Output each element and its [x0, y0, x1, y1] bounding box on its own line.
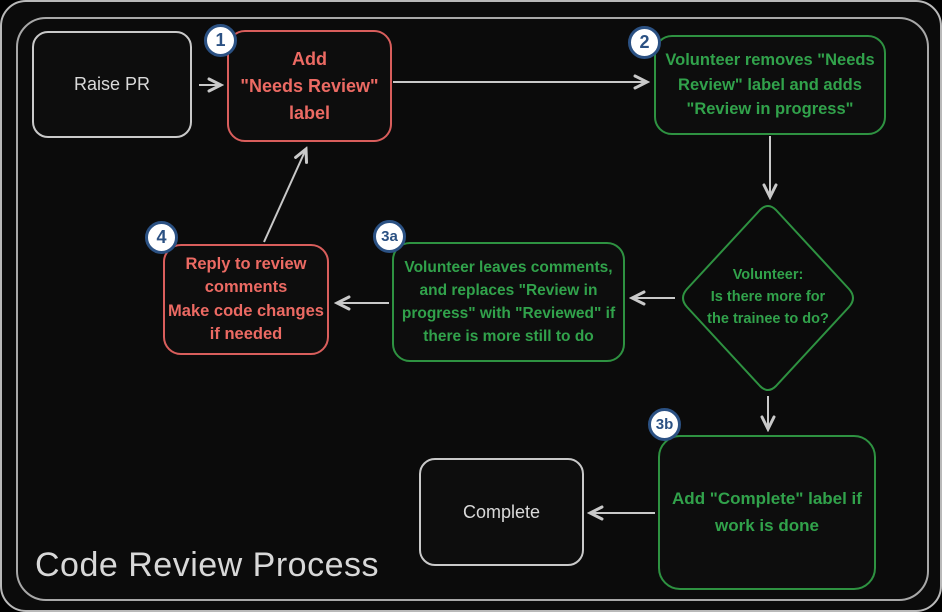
- node-complete-label: Complete: [462, 501, 541, 522]
- node-step1-label: Add "Needs Review" label: [240, 48, 379, 123]
- page-title: Code Review Process: [35, 546, 379, 584]
- node-raise-pr-label: Raise PR: [73, 74, 151, 94]
- node-step3a-label: Volunteer leaves comments, and replaces …: [401, 258, 616, 346]
- node-step2-label: Volunteer removes "Needs Review" label a…: [665, 50, 875, 119]
- node-raise-pr: Raise PR: [32, 31, 192, 138]
- node-step3b-label: Add "Complete" label if work is done: [672, 489, 862, 535]
- node-step4-label: Reply to review comments Make code chang…: [168, 255, 324, 343]
- node-step3a-volunteer-leaves-comments: Volunteer leaves comments, and replaces …: [392, 242, 625, 362]
- badge-step3a: 3a: [373, 220, 406, 253]
- badge-step4: 4: [145, 221, 178, 254]
- node-step2-volunteer-removes-label: Volunteer removes "Needs Review" label a…: [654, 35, 886, 135]
- badge-step1: 1: [204, 24, 237, 57]
- badge-step3b: 3b: [648, 408, 681, 441]
- node-complete: Complete: [419, 458, 584, 566]
- node-step3b-add-complete-label: Add "Complete" label if work is done: [658, 435, 876, 590]
- arrow-step4-to-step1: [263, 149, 306, 243]
- node-step1-add-needs-review: Add "Needs Review" label: [227, 30, 392, 142]
- node-step4-reply-to-comments: Reply to review comments Make code chang…: [163, 244, 329, 355]
- node-decision-label: Volunteer: Is there more for the trainee…: [707, 267, 829, 327]
- badge-step2: 2: [628, 26, 661, 59]
